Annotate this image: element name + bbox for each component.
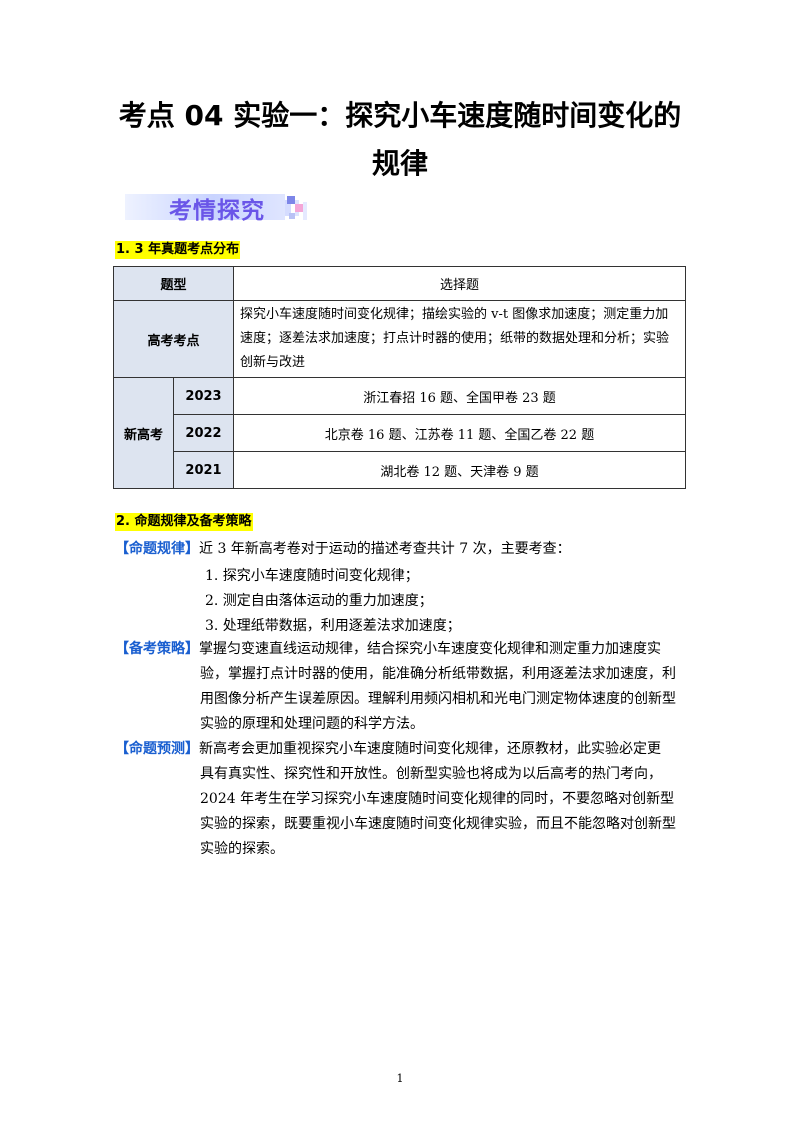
table-row: 新高考 2023 浙江春招 16 题、全国甲卷 23 题	[113, 377, 686, 489]
table-row: 高考考点 探究小车速度随时间变化规律；描绘实验的 v-t 图像求加速度；测定重力…	[113, 300, 686, 378]
banner-square-decoration	[295, 204, 303, 212]
banner-decoration	[303, 202, 307, 220]
points-label-cell: 高考考点	[113, 300, 234, 378]
table-row: 2021 湖北卷 12 题、天津卷 9 题	[114, 451, 686, 489]
page-title: 考点 04 实验一：探究小车速度随时间变化的规律	[118, 99, 682, 180]
forecast-line: 具有真实性、探究性和开放性。创新型实验也将成为以后高考的热门考向，	[200, 766, 662, 782]
strategy-line: 掌握匀变速直线运动规律，结合探究小车速度变化规律和测定重力加速度实	[199, 641, 661, 657]
section-heading-strategy: 2. 命题规律及备考策略	[115, 513, 253, 531]
year-content-cell: 浙江春招 16 题、全国甲卷 23 题	[233, 377, 686, 415]
type-value-cell: 选择题	[233, 266, 686, 301]
section-banner: 考情探究	[125, 189, 310, 224]
section-heading-distribution: 1. 3 年真题考点分布	[115, 241, 241, 259]
page-number: 1	[396, 1072, 404, 1085]
year-content-cell: 北京卷 16 题、江苏卷 11 题、全国乙卷 22 题	[233, 414, 686, 452]
forecast-tag: 【命题预测】	[115, 741, 199, 757]
banner-square-decoration	[289, 213, 295, 219]
strategy-line: 实验的原理和处理问题的科学方法。	[200, 716, 424, 732]
table-row: 题型 选择题	[113, 266, 686, 301]
list-item: 1. 探究小车速度随时间变化规律；	[205, 568, 419, 584]
strategy-paragraph: 【备考策略】掌握匀变速直线运动规律，结合探究小车速度变化规律和测定重力加速度实	[115, 637, 661, 662]
exam-distribution-table: 题型 选择题 高考考点 探究小车速度随时间变化规律；描绘实验的 v-t 图像求加…	[113, 266, 686, 489]
strategy-line: 验，掌握打点计时器的使用，能准确分析纸带数据，利用逐差法求加速度，利	[200, 666, 676, 682]
rule-paragraph: 【命题规律】近 3 年新高考卷对于运动的描述考查共计 7 次，主要考查：	[115, 537, 571, 562]
year-cell: 2022	[173, 414, 234, 452]
strategy-tag: 【备考策略】	[115, 641, 199, 657]
group-label-cell: 新高考	[113, 377, 174, 489]
year-content-cell: 湖北卷 12 题、天津卷 9 题	[233, 451, 686, 489]
forecast-line: 实验的探索。	[200, 841, 284, 857]
banner-square-decoration	[287, 196, 295, 204]
type-label-cell: 题型	[113, 266, 234, 301]
forecast-line: 2024 年考生在学习探究小车速度随时间变化规律的同时，不要忽略对创新型	[200, 791, 675, 807]
banner-background	[125, 194, 285, 220]
year-cell: 2023	[173, 377, 234, 415]
list-item: 3. 处理纸带数据，利用逐差法求加速度；	[205, 618, 461, 634]
banner-decoration	[285, 200, 291, 216]
list-item: 2. 测定自由落体运动的重力加速度；	[205, 593, 433, 609]
year-cell: 2021	[173, 451, 234, 489]
points-value-cell: 探究小车速度随时间变化规律；描绘实验的 v-t 图像求加速度；测定重力加速度；逐…	[233, 300, 686, 378]
rule-text: 近 3 年新高考卷对于运动的描述考查共计 7 次，主要考查：	[199, 541, 571, 557]
strategy-line: 用图像分析产生误差原因。理解利用频闪相机和光电门测定物体速度的创新型	[200, 691, 676, 707]
forecast-paragraph: 【命题预测】新高考会更加重视探究小车速度随时间变化规律，还原教材，此实验必定更	[115, 737, 661, 762]
forecast-line: 新高考会更加重视探究小车速度随时间变化规律，还原教材，此实验必定更	[199, 741, 661, 757]
banner-title: 考情探究	[169, 198, 265, 224]
table-row: 2022 北京卷 16 题、江苏卷 11 题、全国乙卷 22 题	[114, 414, 686, 452]
forecast-line: 实验的探索，既要重视小车速度随时间变化规律实验，而且不能忽略对创新型	[200, 816, 676, 832]
rule-tag: 【命题规律】	[115, 541, 199, 557]
